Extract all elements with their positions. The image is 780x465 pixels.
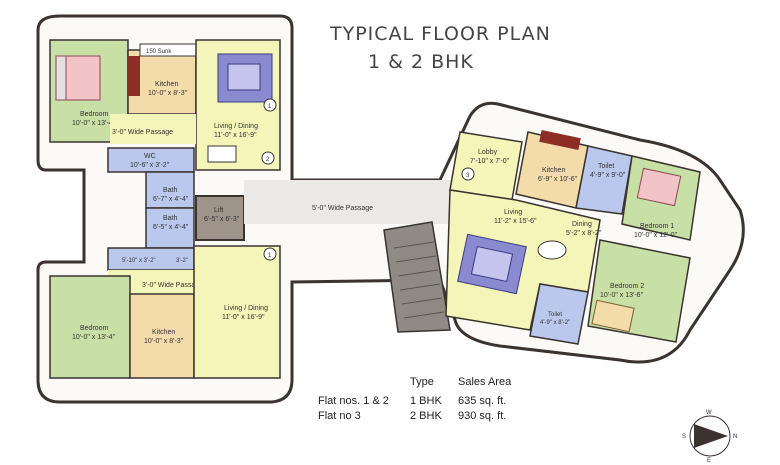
flat3-bed2-dim: 10'-0" x 13'-6" — [600, 292, 644, 299]
lift-dim: 6'-5" x 6'-3" — [204, 216, 240, 223]
flat-1: 5'-10" x 3'-2" 3'-2" 3'-0" Wide Passage … — [49, 245, 281, 379]
flat2-living-label: Living / Dining — [214, 123, 258, 130]
flat2-sunk-label: 150 Sunk — [146, 49, 172, 55]
flat1-wc-dim: 5'-10" x 3'-2" — [122, 258, 156, 264]
flat-marker-label: 3 — [466, 173, 470, 179]
flat2-wc-dim: 10'-6" x 3'-2" — [130, 162, 170, 169]
flat3-kitchen-dim: 6'-9" x 10'-6" — [538, 176, 578, 183]
flat2-kitchen-label: Kitchen — [155, 81, 178, 88]
flat2-bath-label: Bath — [163, 187, 178, 194]
flat3-toilet — [575, 145, 633, 215]
table-header-type: Type — [410, 376, 434, 388]
table-row-area: 635 sq. ft. — [458, 395, 506, 407]
flat1-bedroom — [49, 275, 131, 379]
flat2-kitchen-dim: 10'-0" x 8'-3" — [148, 90, 188, 97]
flat-marker-label: 1 — [268, 104, 272, 110]
flat3-lobby — [449, 131, 523, 201]
flat1-small-dim: 3'-2" — [176, 258, 188, 264]
table-row-type: 1 BHK — [410, 395, 442, 407]
flat3-toilet-dim: 4'-9" x 9'-0" — [590, 172, 626, 179]
flat3-rug — [470, 245, 514, 283]
table-row-area: 930 sq. ft. — [458, 410, 506, 422]
compass-east: E — [707, 458, 711, 464]
flat1-passage-label: 3'-0" Wide Passage — [142, 282, 203, 289]
flat3-kitchen-label: Kitchen — [542, 167, 565, 174]
table-header-sales-area: Sales Area — [458, 376, 512, 388]
flat-marker — [263, 98, 277, 112]
flat1-kitchen-dim: 10'-0" x 8'-3" — [144, 338, 184, 345]
flat2-rug — [227, 63, 261, 91]
flat3-kitchen-counter — [539, 129, 581, 151]
lift-label: Lift — [214, 207, 223, 214]
flat2-wc-label: WC — [144, 153, 156, 160]
flat3-toilet-label: Toilet — [598, 163, 614, 170]
core-bath-label: Bath — [163, 215, 178, 222]
compass-arrow-icon — [694, 424, 728, 448]
flat3-lobby-dim: 7'-10" x 7'-0" — [470, 158, 510, 165]
flat-3: Lobby 7'-10" x 7'-0" Kitchen 6'-9" x 10'… — [445, 129, 701, 345]
flat-marker-label: 1 — [268, 253, 272, 259]
flat2-passage — [110, 114, 196, 144]
flat-markers: 1 2 1 3 — [261, 98, 475, 261]
compass-south: S — [682, 434, 686, 440]
flat1-living-dim: 11'-0" x 16'-9" — [222, 314, 265, 321]
flat3-living-label: Living — [504, 209, 522, 216]
flat3-toilet-2 — [529, 283, 589, 345]
compass-north: N — [733, 434, 737, 440]
table-row-type: 2 BHK — [410, 410, 442, 422]
flat1-kitchen-label: Kitchen — [152, 329, 175, 336]
flat3-dining-table — [537, 240, 567, 260]
flat3-toilet2-label: Toilet — [548, 312, 562, 318]
flat-marker — [263, 247, 277, 261]
flat2-living-dim: 11'-0" x 16'-9" — [214, 132, 257, 139]
flat3-bed2-furniture — [591, 299, 635, 333]
flat3-lobby-label: Lobby — [478, 149, 498, 156]
flat-marker — [261, 151, 275, 165]
table-row-label: Flat no 3 — [318, 410, 361, 422]
compass: N S W E — [682, 410, 737, 464]
flat1-living-dining — [193, 245, 281, 379]
flat2-bedroom-dim: 10'-0" x 13'-4" — [72, 120, 116, 127]
flat-marker-label: 2 — [266, 157, 270, 163]
bed-headboard — [55, 55, 67, 101]
flat3-bed1-label: Bedroom 1 — [640, 223, 674, 230]
sales-area-table: Type Sales Area Flat nos. 1 & 2 1 BHK 63… — [318, 376, 512, 422]
flat3-bed1-furniture — [636, 167, 682, 207]
corridor-label: 5'-0" Wide Passage — [312, 205, 373, 212]
flat3-bed2-label: Bedroom 2 — [610, 283, 644, 290]
flat1-bedroom-dim: 10'-0" x 13'-4" — [72, 334, 116, 341]
flat1-kitchen — [129, 293, 195, 379]
flat2-kitchen-counter — [128, 56, 140, 96]
plan-subtitle: 1 & 2 BHK — [368, 51, 474, 73]
lift — [195, 195, 245, 241]
flat3-living-dim: 11'-2" x 15'-6" — [494, 218, 537, 225]
flat2-bath — [145, 171, 195, 209]
flat2-passage-label: 3'-0" Wide Passage — [112, 129, 173, 136]
flat3-bed1-dim: 10'-0" x 12'-0" — [634, 232, 678, 239]
flat2-dining-table — [207, 145, 237, 163]
flat2-bath-dim: 6'-7" x 4'-4" — [153, 196, 189, 203]
flat1-bedroom-label: Bedroom — [80, 325, 109, 332]
core-bath-dim: 6'-5" x 4'-4" — [153, 224, 189, 231]
corridor — [244, 180, 464, 224]
flat2-wc — [107, 147, 195, 173]
flat3-toilet2-dim: 4'-9" x 8'-2" — [540, 320, 570, 326]
flat-marker — [461, 167, 475, 181]
flat1-living-label: Living / Dining — [224, 305, 268, 312]
plan-title: TYPICAL FLOOR PLAN — [329, 23, 551, 45]
flat2-bedroom-label: Bedroom — [80, 111, 109, 118]
flat3-dining-dim: 5'-2" x 8'-2" — [566, 230, 602, 237]
central-core: Bath 6'-5" x 4'-4" Lift 6'-5" x 6'-3" 5'… — [145, 180, 464, 333]
flat3-dining-label: Dining — [572, 221, 592, 228]
table-row-label: Flat nos. 1 & 2 — [318, 395, 389, 407]
flat-2: Bedroom 10'-0" x 13'-4" 150 Sunk Kitchen… — [49, 39, 281, 209]
staircase — [383, 221, 451, 333]
compass-west: W — [706, 410, 712, 416]
